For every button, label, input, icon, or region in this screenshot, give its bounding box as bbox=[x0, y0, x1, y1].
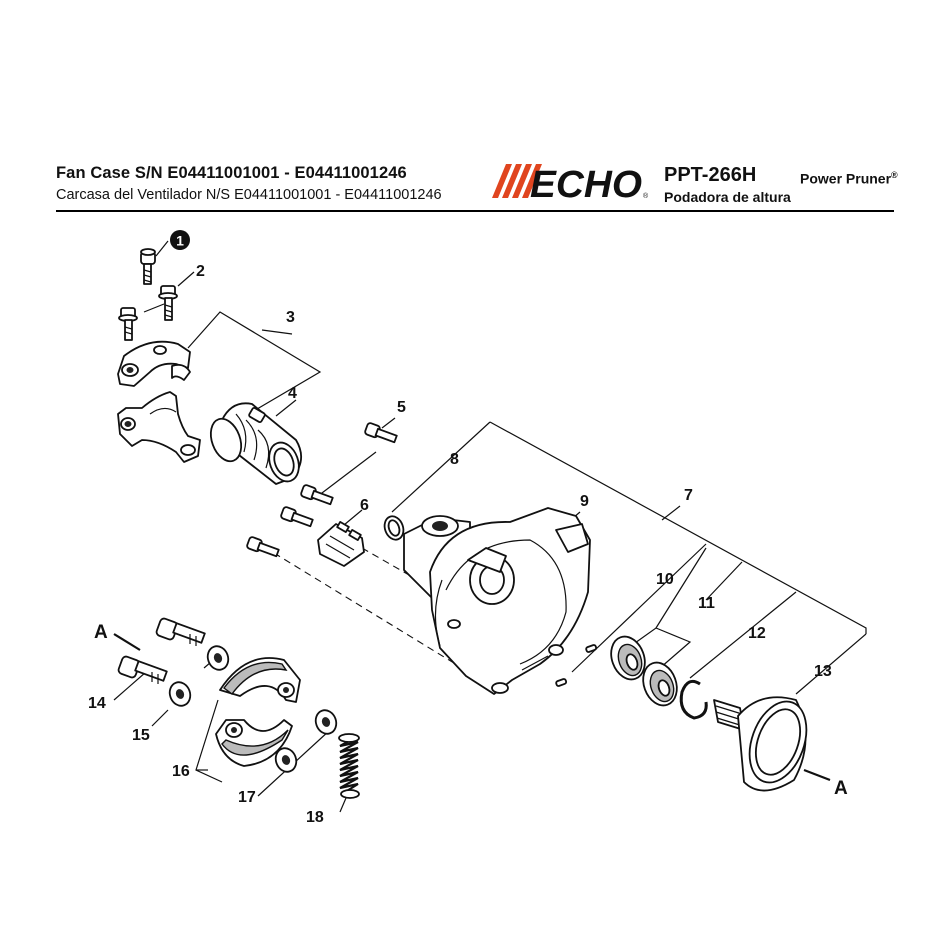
part-8-o-ring bbox=[383, 515, 405, 541]
echo-logo: ECHO ® bbox=[492, 164, 649, 200]
callout-5: 5 bbox=[397, 399, 406, 416]
callout-2: 2 bbox=[196, 263, 205, 280]
part-14-bolt-lower bbox=[117, 655, 168, 684]
callout-4: 4 bbox=[288, 385, 297, 402]
callout-3: 3 bbox=[286, 309, 295, 326]
part-3-clamp-upper bbox=[117, 340, 191, 387]
part-2-screw-upper bbox=[158, 285, 178, 321]
logo-stripes bbox=[492, 164, 542, 198]
part-7-fan-case bbox=[403, 507, 591, 695]
page-header: Fan Case S/N E04411001001 - E04411001246… bbox=[0, 0, 950, 215]
callout-7: 7 bbox=[684, 487, 693, 504]
part-11-bearing-b bbox=[642, 661, 678, 707]
part-18-spring bbox=[338, 733, 360, 799]
part-10-pin-upper bbox=[585, 644, 598, 653]
logo-wordmark: ECHO bbox=[530, 164, 642, 200]
part-17-washer-lower bbox=[274, 747, 298, 773]
model-description: Power Pruner® bbox=[800, 170, 898, 187]
part-4-intake-boot bbox=[209, 402, 302, 485]
part-16-clutch-shoe-upper bbox=[219, 657, 301, 703]
header-rule bbox=[56, 210, 894, 212]
callout-12: 12 bbox=[748, 625, 766, 642]
callout-15: 15 bbox=[132, 727, 150, 744]
model-spanish: Podadora de altura bbox=[664, 189, 791, 205]
part-1-screw bbox=[140, 248, 156, 285]
callout-9: 9 bbox=[580, 493, 589, 510]
part-3-clamp-lower bbox=[117, 391, 201, 463]
part-16-clutch-shoe-lower bbox=[215, 719, 293, 767]
model-number: PPT-266H bbox=[664, 164, 757, 186]
part-12-snap-ring bbox=[679, 679, 708, 720]
title-spanish: Carcasa del Ventilador N/S E04411001001 … bbox=[56, 187, 442, 203]
part-10-pin-lower bbox=[555, 678, 568, 687]
callout-16: 16 bbox=[172, 763, 190, 780]
part-17-washer-upper bbox=[314, 709, 338, 735]
part-13-clutch-drum bbox=[713, 696, 808, 792]
part-5-screw-b bbox=[300, 484, 334, 506]
callout-8: 8 bbox=[450, 451, 459, 468]
model-description-text: Power Pruner bbox=[800, 170, 892, 187]
callout-6: 6 bbox=[360, 497, 369, 514]
part-2-screw-lower bbox=[118, 307, 138, 341]
model-registered-mark: ® bbox=[891, 170, 898, 180]
callout-10: 10 bbox=[656, 571, 674, 588]
reference-a-right: A bbox=[834, 778, 848, 799]
part-15-washer-upper bbox=[206, 645, 230, 671]
part-11-bearing-a bbox=[610, 635, 646, 681]
callout-1: 1 bbox=[170, 230, 190, 250]
part-14-bolt-upper bbox=[155, 617, 206, 646]
callout-11: 11 bbox=[698, 595, 715, 612]
callout-13: 13 bbox=[814, 663, 832, 680]
part-5-screw-c bbox=[280, 506, 314, 528]
callout-14: 14 bbox=[88, 695, 106, 712]
logo-registered-mark: ® bbox=[643, 192, 649, 200]
title-english: Fan Case S/N E04411001001 - E04411001246 bbox=[56, 164, 407, 182]
part-5-screw-a bbox=[364, 422, 398, 444]
callout-18: 18 bbox=[306, 809, 324, 826]
part-15-washer-lower bbox=[168, 681, 192, 707]
part-5-screw-d bbox=[246, 536, 280, 558]
callout-1-label: 1 bbox=[176, 233, 184, 249]
reference-a-left: A bbox=[94, 622, 108, 643]
callout-17: 17 bbox=[238, 789, 256, 806]
part-6-terminal-block bbox=[317, 521, 365, 567]
